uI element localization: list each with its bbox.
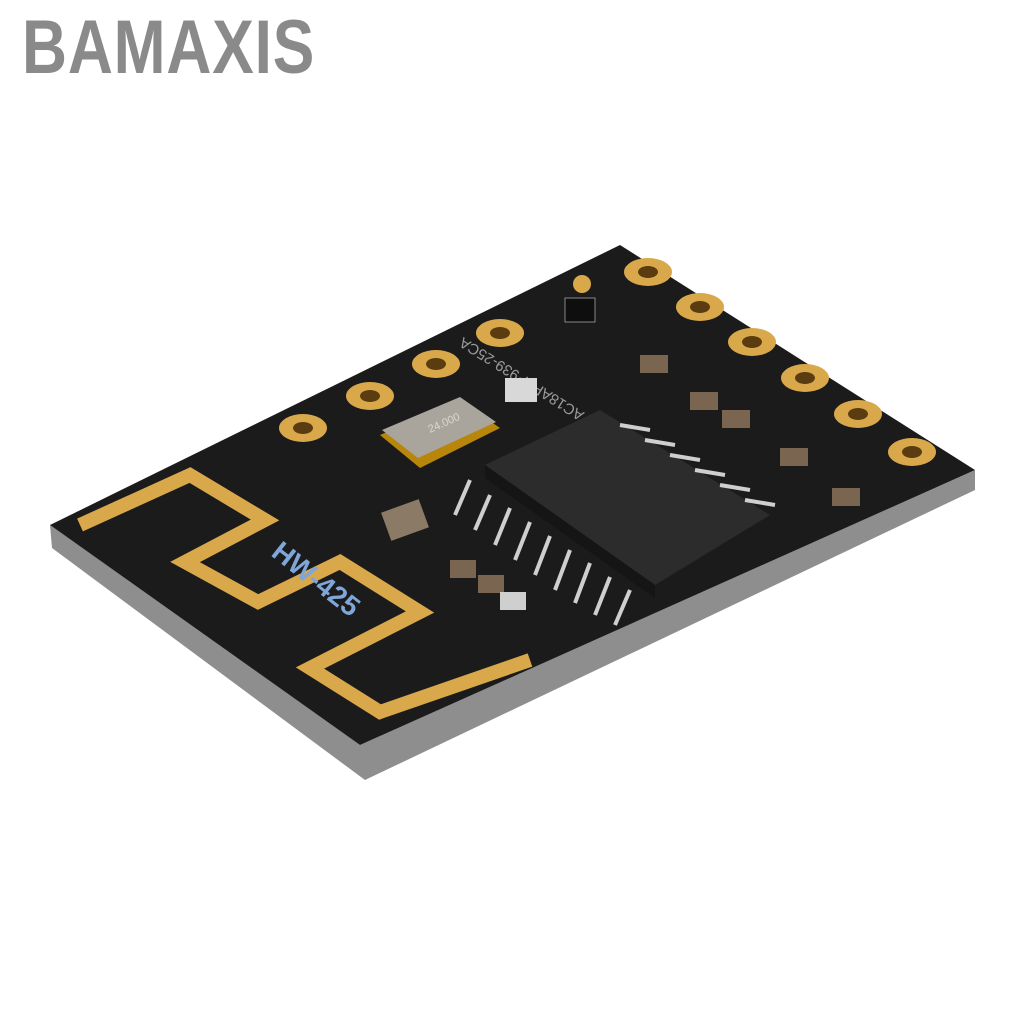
brand-watermark: BAMAXIS — [22, 5, 316, 90]
crystal-oscillator: 24.000 — [380, 397, 500, 468]
pcb-edge — [50, 470, 975, 780]
smd-components — [381, 297, 860, 610]
pin-pads — [279, 258, 936, 466]
antenna-trace — [77, 467, 533, 720]
